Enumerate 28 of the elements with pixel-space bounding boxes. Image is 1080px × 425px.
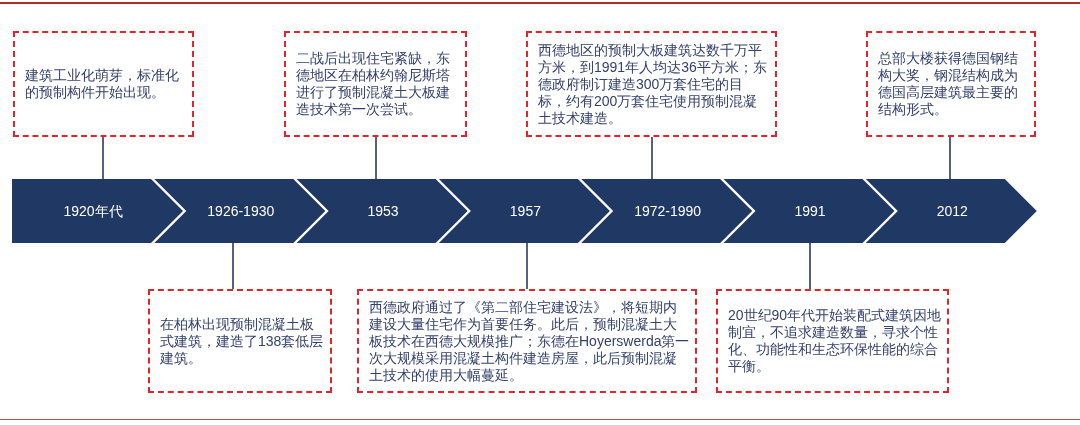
event-description: 建筑工业化萌芽，标准化的预制构件开始出现。 bbox=[25, 67, 180, 101]
dashed-note-box bbox=[284, 31, 467, 137]
year-label: 1991 bbox=[794, 202, 826, 220]
event-description: 总部大楼获得德国钢结构大奖，钢混结构成为德国高层建筑最主要的结构形式。 bbox=[878, 50, 1019, 118]
year-label: 2012 bbox=[936, 202, 968, 220]
year-label: 1972-1990 bbox=[634, 202, 702, 220]
event-description: 在柏林出现预制混凝土板式建筑，建造了138套低层建筑。 bbox=[160, 315, 325, 367]
connector-line bbox=[526, 242, 528, 290]
event-description: 20世纪90年代开始装配式建筑因地制宜，不追求建造数量，寻求个性化、功能性和生态环保性能的综合平衡。 bbox=[728, 307, 942, 375]
connector-line bbox=[375, 136, 377, 180]
dashed-note-box bbox=[13, 31, 194, 137]
dashed-note-box bbox=[866, 31, 1036, 137]
event-description: 二战后出现住宅紧缺，东德地区在柏林约翰尼斯塔进行了预制混凝土大板建造技术第一次尝试。 bbox=[296, 50, 451, 118]
connector-line bbox=[651, 136, 653, 180]
connector-line bbox=[232, 242, 234, 290]
connector-line bbox=[809, 242, 811, 290]
year-label: 1953 bbox=[367, 202, 399, 220]
year-label: 1920年代 bbox=[63, 202, 123, 220]
dashed-note-box bbox=[357, 289, 697, 393]
event-description: 西德地区的预制大板建筑达数千万平方米，到1991年人均达36平方米；东德政府制订建造300万套住宅的目标，约有200万套住宅使用预制混凝土技术建造。 bbox=[538, 41, 768, 127]
dashed-note-box bbox=[148, 289, 332, 393]
year-label: 1926-1930 bbox=[207, 202, 275, 220]
connector-line bbox=[949, 136, 951, 180]
dashed-note-box bbox=[526, 31, 777, 137]
event-description: 西德政府通过了《第二部住宅建设法》，将短期内建设大量住宅作为首要任务。此后，预制混凝土大板技术在西德大规模推广；东德在Hoyerswerda第一次大规模采用混凝土构件建造房屋，此后预制混凝土技术的使用大幅蔓延。 bbox=[369, 298, 690, 384]
dashed-note-box bbox=[716, 289, 949, 393]
year-label: 1957 bbox=[509, 202, 541, 220]
connector-line bbox=[102, 136, 104, 180]
